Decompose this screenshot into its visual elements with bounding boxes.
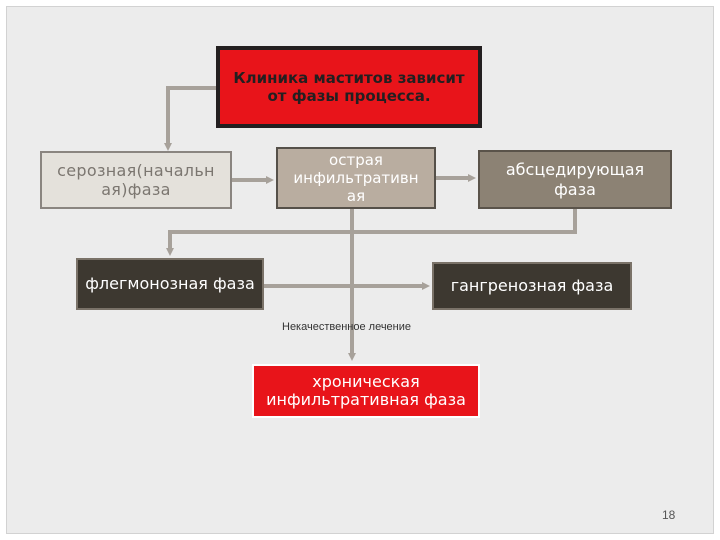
connector-abscess-to-phlegmonous bbox=[166, 209, 577, 256]
node-chronic-label: хроническая инфильтративная фаза bbox=[266, 371, 466, 409]
node-gangrenous-label: гангренозная фаза bbox=[450, 276, 614, 296]
node-acute-infiltrative-phase: острая инфильтративн ая bbox=[276, 147, 436, 209]
connector-title-to-serous bbox=[164, 86, 216, 151]
node-phlegmonous-phase: флегмонозная фаза bbox=[76, 258, 264, 310]
node-phlegmonous-label: флегмонозная фаза bbox=[85, 274, 255, 294]
node-serous-phase: серозная(начальн ая)фаза bbox=[40, 151, 232, 209]
node-abscess-label: абсцедирующая фаза bbox=[505, 160, 645, 199]
diagram-title-box: Клиника маститов зависит от фазы процесс… bbox=[216, 46, 482, 128]
diagram-title: Клиника маститов зависит от фазы процесс… bbox=[233, 68, 465, 105]
node-serous-label: серозная(начальн ая)фаза bbox=[57, 160, 215, 199]
page-number: 18 bbox=[662, 508, 676, 522]
node-acute-label: острая инфильтративн ая bbox=[293, 151, 419, 205]
node-chronic-phase: хроническая инфильтративная фаза bbox=[252, 364, 480, 418]
node-abscess-phase: абсцедирующая фаза bbox=[478, 150, 672, 209]
connector-note: Некачественное лечение bbox=[282, 321, 412, 333]
node-gangrenous-phase: гангренозная фаза bbox=[432, 262, 632, 310]
